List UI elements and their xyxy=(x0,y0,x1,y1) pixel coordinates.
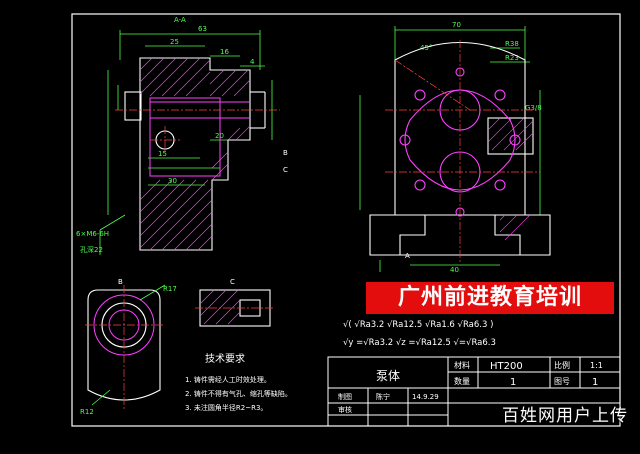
scale-value: 1:1 xyxy=(590,361,603,370)
dim-25: 25 xyxy=(170,38,179,46)
dim-4: 4 xyxy=(250,58,255,66)
label-b: B xyxy=(118,278,123,286)
dim-63: 63 xyxy=(198,25,207,33)
pipe-thread: G3/8 xyxy=(525,104,542,112)
check-label: 审核 xyxy=(338,405,352,414)
part-name: 泵体 xyxy=(376,369,400,383)
dim-45: 45° xyxy=(420,44,432,52)
detail-views-b-c: B C R17 R12 xyxy=(80,278,275,416)
dim-r17: R17 xyxy=(163,285,177,293)
note-item-3: 3. 未注圆角半径R2~R3。 xyxy=(185,403,267,412)
dim-16: 16 xyxy=(220,48,229,56)
note-item-1: 1. 铸件需经人工时效处理。 xyxy=(185,375,271,384)
thread-callout: 6×M6-6H xyxy=(76,230,109,238)
front-view: 70 45° R38 R23 G3/8 40 A xyxy=(359,21,551,274)
roughness-general: √( √Ra3.2 √Ra12.5 √Ra1.6 √Ra6.3 ) xyxy=(343,320,493,330)
drawn-date: 14.9.29 xyxy=(412,393,439,401)
qty-label: 数量 xyxy=(454,376,470,386)
roughness-legend-row: √y =√Ra3.2 √z =√Ra12.5 √=√Ra6.3 xyxy=(343,338,496,348)
section-label: A-A xyxy=(174,16,186,24)
drawn-name: 陈宁 xyxy=(376,392,390,401)
thread-depth: 孔深22 xyxy=(80,245,103,254)
drawing-no-label: 图号 xyxy=(554,377,570,386)
label-a-bottom: A xyxy=(405,252,410,260)
roughness-legend: √( √Ra3.2 √Ra12.5 √Ra1.6 √Ra6.3 ) √y =√R… xyxy=(343,320,496,348)
dim-70: 70 xyxy=(452,21,461,29)
section-view-a-a: A-A 63 25 16 4 15 20 30 6×M6-6H 孔深22 xyxy=(76,16,288,255)
dim-40: 40 xyxy=(450,266,459,274)
qty-value: 1 xyxy=(510,377,516,388)
dim-15: 15 xyxy=(158,150,167,158)
material-label: 材料 xyxy=(454,360,470,370)
note-item-2: 2. 铸件不得有气孔、缩孔等缺陷。 xyxy=(185,389,292,398)
upload-watermark: 百姓网用户上传 xyxy=(502,406,628,426)
drawn-label: 制图 xyxy=(338,392,352,401)
label-c-right: C xyxy=(283,166,288,174)
scale-label: 比例 xyxy=(554,360,570,370)
dim-r12: R12 xyxy=(80,408,94,416)
title-block: 泵体 材料 HT200 比例 1:1 数量 1 图号 1 制图 陈宁 14.9.… xyxy=(327,356,621,427)
technical-notes: 技术要求 1. 铸件需经人工时效处理。 2. 铸件不得有气孔、缩孔等缺陷。 3.… xyxy=(185,352,292,412)
label-b-right: B xyxy=(283,149,288,157)
dim-30: 30 xyxy=(168,177,177,185)
drawing-no-value: 1 xyxy=(592,377,598,388)
material-value: HT200 xyxy=(490,361,523,372)
training-banner: 广州前进教育培训 xyxy=(366,282,614,314)
dim-20: 20 xyxy=(215,132,224,140)
notes-title: 技术要求 xyxy=(205,352,245,365)
label-c: C xyxy=(230,278,235,286)
dim-r23: R23 xyxy=(505,54,519,62)
sheet-border xyxy=(71,13,621,427)
dim-r38: R38 xyxy=(505,40,519,48)
